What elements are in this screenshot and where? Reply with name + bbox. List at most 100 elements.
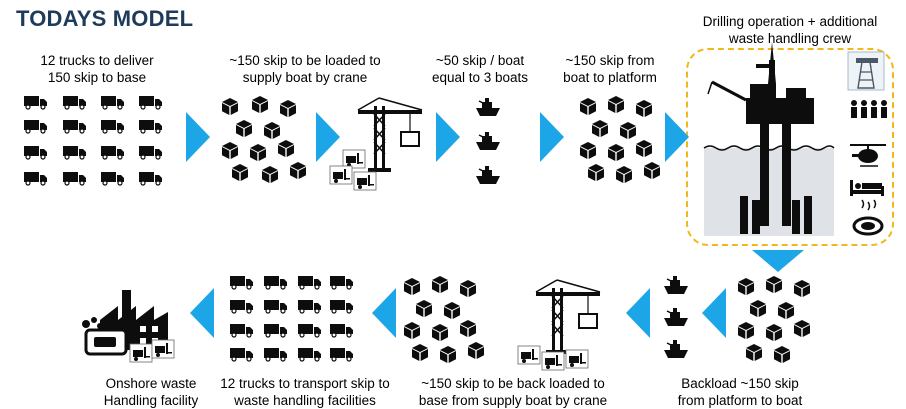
forklift-icon [151, 339, 175, 359]
skip-cluster-bottom-right [738, 276, 810, 363]
truck-icon [62, 145, 87, 160]
arrow-left-3 [372, 288, 396, 338]
truck-icon [229, 299, 254, 314]
bed-icon [850, 180, 884, 196]
helicopter-icon [850, 144, 886, 167]
trucks-grid-top [23, 95, 163, 186]
skip-box-icon [264, 122, 280, 139]
forklift-icon [129, 343, 153, 363]
forklift-icon [517, 345, 541, 365]
skip-box-icon [250, 144, 266, 161]
arrow-left-1 [702, 288, 726, 338]
truck-icon [263, 323, 288, 338]
skip-box-icon [404, 278, 420, 295]
arrow-left-2 [626, 288, 650, 338]
skip-box-icon [616, 166, 632, 183]
truck-icon [23, 119, 48, 134]
skip-box-icon [280, 100, 296, 117]
workers-icon [851, 100, 887, 118]
skip-cluster-top-1 [222, 96, 306, 183]
skip-box-icon [766, 276, 782, 293]
truck-icon [23, 171, 48, 186]
arrow-right-5 [665, 112, 689, 162]
truck-icon [263, 347, 288, 362]
arrow-right-3 [436, 112, 460, 162]
skip-box-icon [278, 140, 294, 157]
skip-box-icon [416, 300, 432, 317]
recycling-bin-icon [82, 317, 128, 356]
skip-box-icon [468, 342, 484, 359]
food-icon [852, 199, 884, 236]
skip-box-icon [766, 324, 782, 341]
skip-box-icon [432, 276, 448, 293]
truck-icon [229, 347, 254, 362]
arrow-down [752, 250, 804, 272]
skip-box-icon [236, 120, 252, 137]
boat-icon [475, 97, 501, 117]
skip-box-icon [620, 122, 636, 139]
truck-icon [100, 171, 125, 186]
skip-box-icon [636, 140, 652, 157]
skip-box-icon [432, 324, 448, 341]
skip-box-icon [746, 344, 762, 361]
truck-icon [263, 299, 288, 314]
skip-box-icon [774, 346, 790, 363]
skip-box-icon [592, 120, 608, 137]
skip-box-icon [794, 320, 810, 337]
truck-icon [23, 95, 48, 110]
skip-box-icon [794, 280, 810, 297]
truck-icon [297, 275, 322, 290]
truck-icon [229, 275, 254, 290]
skip-cluster-top-2 [580, 96, 660, 183]
truck-icon [297, 323, 322, 338]
skip-box-icon [636, 100, 652, 117]
skip-box-icon [460, 280, 476, 297]
skip-box-icon [750, 300, 766, 317]
boat-icon [475, 131, 501, 151]
truck-icon [138, 95, 163, 110]
page-title: TODAYS MODEL [16, 6, 194, 31]
truck-icon [138, 119, 163, 134]
truck-icon [138, 171, 163, 186]
truck-icon [62, 171, 87, 186]
skip-box-icon [608, 144, 624, 161]
truck-icon [263, 275, 288, 290]
skip-box-icon [252, 96, 268, 113]
skip-box-icon [778, 302, 794, 319]
platform-scene [703, 42, 887, 236]
truck-icon [62, 119, 87, 134]
crane-icon [357, 97, 423, 173]
skip-box-icon [460, 320, 476, 337]
skip-box-icon [232, 164, 248, 181]
boat-icon [663, 339, 689, 359]
truck-icon [297, 299, 322, 314]
trucks-grid-bottom [229, 275, 354, 362]
skip-cluster-bottom-left [404, 276, 484, 363]
arrow-right-2 [316, 112, 340, 162]
skip-box-icon [222, 142, 238, 159]
truck-icon [62, 95, 87, 110]
skip-box-icon [412, 344, 428, 361]
truck-icon [138, 145, 163, 160]
crane-icon [535, 279, 601, 355]
skip-box-icon [580, 98, 596, 115]
truck-icon [100, 95, 125, 110]
skip-box-icon [444, 302, 460, 319]
truck-icon [100, 145, 125, 160]
skip-box-icon [738, 322, 754, 339]
skip-box-icon [440, 346, 456, 363]
boat-icon [475, 165, 501, 185]
arrow-right-4 [540, 112, 564, 162]
skip-box-icon [588, 164, 604, 181]
truck-icon [329, 299, 354, 314]
truck-icon [229, 323, 254, 338]
boat-icon [663, 307, 689, 327]
forklift-icon [342, 149, 366, 169]
small-platform-icon [847, 51, 885, 91]
